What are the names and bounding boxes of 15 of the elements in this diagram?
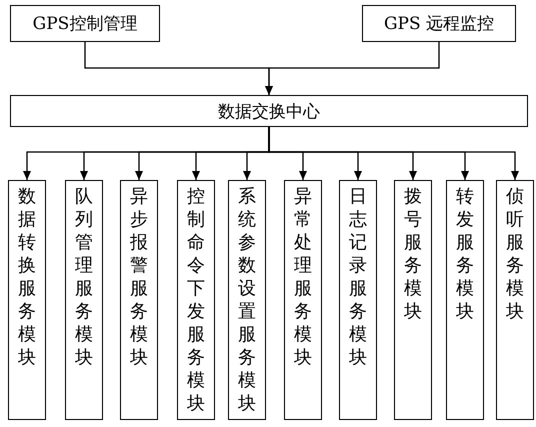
module-box: 日志记录服务模块 [339,180,377,420]
module-box: 异常处理服务模块 [284,180,322,420]
process-box: 数据交换中心 [10,95,528,127]
process-box: GPS 远程监控 [362,5,516,42]
arrow [265,42,440,95]
module-box: 数据转换服务模块 [8,180,46,420]
module-box: 队列管理服务模块 [65,180,103,420]
arrow [268,127,519,180]
module-box: 转发服务模块 [446,180,484,420]
module-box: 异步报警服务模块 [120,180,158,420]
process-box: GPS控制管理 [10,5,160,42]
module-box: 系统参数设置服务模块 [228,180,266,420]
module-box: 控制命令下发服务模块 [177,180,215,420]
module-box: 拨号服务模块 [394,180,432,420]
module-box: 侦听服务模块 [496,180,534,420]
